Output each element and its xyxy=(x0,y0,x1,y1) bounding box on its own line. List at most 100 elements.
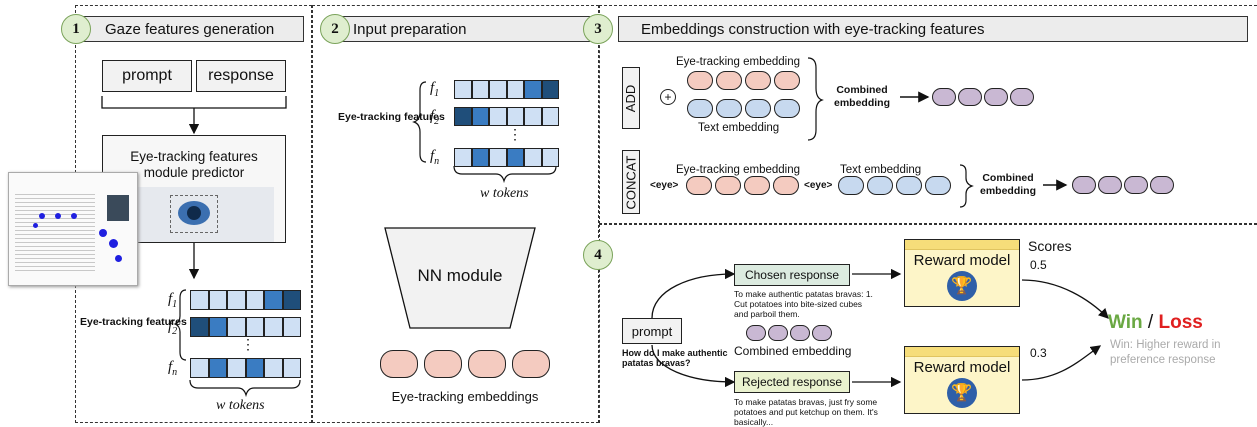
et-embeddings-label: Eye-tracking embeddings xyxy=(391,389,539,404)
concat-combined-token xyxy=(1098,176,1122,194)
heatmap-cell xyxy=(227,317,246,337)
gaze-dot xyxy=(55,213,61,219)
heatmap-cell xyxy=(506,148,524,167)
tokens-label-1: w tokens xyxy=(216,398,265,413)
step-1-badge: 1 xyxy=(61,14,91,44)
combined-token xyxy=(812,325,832,341)
features-label-2: Eye-tracking features xyxy=(338,111,445,123)
plus-icon: + xyxy=(660,89,676,105)
f1-label-2: f1 xyxy=(430,80,440,99)
scan-frame-icon xyxy=(170,195,218,233)
add-combined-token xyxy=(1010,88,1034,106)
score-chosen: 0.5 xyxy=(1030,258,1047,272)
add-combined-label: Combined embedding xyxy=(833,84,890,109)
heatmap-cell xyxy=(524,80,542,99)
win-note: Win: Higher reward in preference respons… xyxy=(1110,339,1221,366)
fn-label-2: fn xyxy=(430,148,440,167)
add-et-token xyxy=(687,71,713,90)
heatmap-cell xyxy=(264,317,283,337)
eye-token-label: <eye> xyxy=(650,180,679,191)
combined-token xyxy=(790,325,810,341)
heatmap-cell xyxy=(524,107,542,126)
panel-1-title: Gaze features generation xyxy=(105,20,275,38)
prompt-box: prompt xyxy=(102,60,192,92)
combined-token xyxy=(768,325,788,341)
dots-2: ⋮ xyxy=(508,126,522,142)
panel-3-header: Embeddings construction with eye-trackin… xyxy=(618,16,1248,42)
heatmap-cell xyxy=(541,148,559,167)
reward-model-title: Reward model xyxy=(913,252,1011,269)
heatmap-cell xyxy=(471,148,489,167)
reward-model-chosen: Reward model 🏆 xyxy=(904,239,1020,307)
webpage-thumbnail xyxy=(8,172,138,286)
gaze-dot xyxy=(99,229,107,237)
gaze-dot xyxy=(115,255,122,262)
f2-label-2: f2 xyxy=(430,108,440,127)
predictor-image-area xyxy=(114,187,274,242)
heatmap-cell xyxy=(541,80,559,99)
panel-2-title: Input preparation xyxy=(353,20,467,38)
heatmap-cell xyxy=(190,358,209,378)
step-4-badge: 4 xyxy=(583,240,613,270)
tokens-label-2: w tokens xyxy=(480,186,529,201)
loss-label: Loss xyxy=(1158,312,1203,333)
heatmap-cell xyxy=(245,358,264,378)
heatmap-cell xyxy=(208,358,227,378)
add-label-box: ADD xyxy=(622,67,640,129)
prompt-box-4: prompt xyxy=(622,318,682,344)
et-embedding-token xyxy=(512,350,550,378)
concat-label: CONCAT xyxy=(623,155,639,209)
heatmap-cell xyxy=(454,148,472,167)
features-label-1: Eye-tracking features xyxy=(80,316,187,328)
add-text-token xyxy=(716,99,742,118)
score-rejected: 0.3 xyxy=(1030,346,1047,360)
scores-label: Scores xyxy=(1028,238,1072,254)
heatmap-cell xyxy=(190,317,209,337)
add-text-token xyxy=(687,99,713,118)
gaze-dot xyxy=(109,239,118,248)
concat-label-box: CONCAT xyxy=(622,150,640,214)
concat-et-token xyxy=(715,176,741,195)
heatmap-cell xyxy=(208,290,227,310)
trophy-icon: 🏆 xyxy=(947,378,977,408)
add-et-token xyxy=(716,71,742,90)
concat-combined-label: Combined embedding xyxy=(979,172,1036,197)
gaze-dot xyxy=(39,213,45,219)
reward-model-rejected: Reward model 🏆 xyxy=(904,346,1020,414)
concat-text-token xyxy=(925,176,951,195)
chosen-response-box: Chosen response xyxy=(734,264,850,286)
heatmap-cell xyxy=(471,107,489,126)
response-label: response xyxy=(208,67,274,84)
question-text: How do I make authentic patatas bravas? xyxy=(622,348,728,368)
heatmap-cell xyxy=(245,317,264,337)
chosen-response-text: To make authentic patatas bravas: 1. Cut… xyxy=(734,289,873,319)
et-embedding-token xyxy=(424,350,462,378)
heatmap-cell xyxy=(454,107,472,126)
panel-2-header: Input preparation xyxy=(330,16,590,42)
heatmap-cell xyxy=(282,358,301,378)
heatmap-cell xyxy=(506,107,524,126)
heatmap-cell xyxy=(282,290,301,310)
add-label: ADD xyxy=(623,84,639,112)
gaze-dot xyxy=(33,223,38,228)
predictor-title: Eye-tracking features module predictor xyxy=(130,149,258,180)
thumb-text-lines xyxy=(15,191,95,271)
heatmap-cell xyxy=(454,80,472,99)
concat-et-token xyxy=(744,176,770,195)
heatmap-cell xyxy=(264,358,283,378)
prompt-label: prompt xyxy=(122,67,172,84)
heatmap-cell xyxy=(506,80,524,99)
et-embedding-token xyxy=(468,350,506,378)
heatmap-cell xyxy=(264,290,283,310)
heatmap-cell xyxy=(489,107,507,126)
et-embedding-token xyxy=(380,350,418,378)
add-text-token xyxy=(774,99,800,118)
add-et-token xyxy=(745,71,771,90)
rejected-response-box: Rejected response xyxy=(734,371,850,393)
concat-text-token xyxy=(896,176,922,195)
f2-label-1: f2 xyxy=(168,318,178,337)
heatmap-cell xyxy=(227,290,246,310)
panel-3-title: Embeddings construction with eye-trackin… xyxy=(641,20,985,38)
heatmap-cell xyxy=(471,80,489,99)
combined-token xyxy=(746,325,766,341)
